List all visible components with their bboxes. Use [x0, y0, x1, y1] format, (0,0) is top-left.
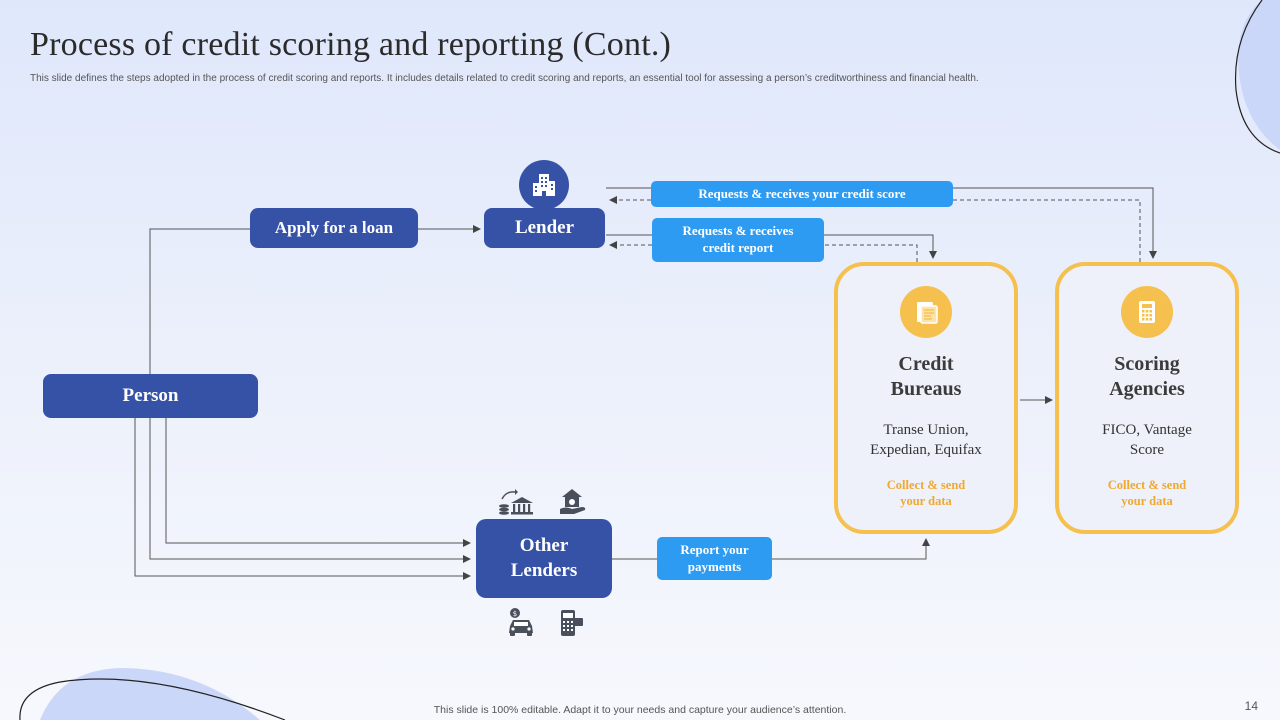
connector-bureaus-to-lender [610, 245, 918, 262]
other-lenders-line2: Lenders [510, 559, 578, 581]
report-payments-line1: Report your [680, 541, 749, 557]
credit-bureaus-title-line1: Credit [898, 353, 954, 375]
card-terminal-icon [561, 610, 583, 636]
lender-label: Lender [514, 217, 575, 238]
footer-note: This slide is 100% editable. Adapt it to… [433, 704, 847, 716]
apply-loan-node: Apply for a loan [250, 208, 418, 248]
scoring-agencies-note-line2: your data [1121, 494, 1173, 509]
apply-loan-label: Apply for a loan [274, 218, 394, 237]
report-payments-flow-label: Report your payments [657, 537, 772, 580]
bottom-left-blob [40, 668, 260, 720]
credit-bureaus-title-line2: Bureaus [890, 378, 962, 401]
report-payments-line2: payments [687, 558, 742, 574]
top-right-curve [1234, 0, 1280, 154]
scoring-agencies-title-line1: Scoring [1114, 353, 1180, 375]
credit-score-flow-label: Requests & receives your credit score [651, 181, 953, 207]
scoring-agencies-desc-line2: Score [1129, 442, 1165, 459]
credit-bureaus-note-line2: your data [900, 494, 952, 509]
bottom-left-curve [19, 678, 286, 720]
scoring-agencies-card: Scoring Agencies FICO, Vantage Score Col… [1055, 262, 1239, 534]
credit-bureaus-desc-line1: Transe Union, [883, 422, 969, 438]
page-subtitle: This slide defines the steps adopted in … [30, 73, 979, 84]
building-icon [519, 160, 569, 210]
svg-text:$: $ [513, 610, 517, 618]
person-node: Person [43, 374, 258, 418]
connector-other-to-bureaus [612, 539, 926, 560]
scoring-agencies-title-line2: Agencies [1109, 378, 1185, 401]
bank-coins-icon [499, 489, 533, 515]
connector-person-to-other-1 [165, 418, 471, 547]
connector-person-to-other-2 [149, 418, 471, 563]
connector-lender-to-scoring [606, 187, 1153, 258]
other-lenders-node: Other Lenders [476, 519, 612, 598]
other-lenders-line1: Other [519, 534, 569, 556]
scoring-agencies-desc-line1: FICO, Vantage [1102, 422, 1192, 438]
car-loan-icon: $ [509, 608, 533, 636]
house-hand-icon [560, 489, 586, 514]
page-title: Process of credit scoring and reporting … [30, 26, 672, 63]
credit-report-flow-label: Requests & receives credit report [652, 218, 824, 262]
credit-report-flow-line1: Requests & receives [682, 223, 794, 239]
credit-report-flow-line2: credit report [702, 240, 774, 255]
connector-lender-to-bureaus [606, 234, 933, 258]
credit-bureaus-note-line1: Collect & send [886, 478, 966, 492]
credit-bureaus-desc-line2: Expedian, Equifax [870, 442, 982, 459]
lender-node: Lender [484, 208, 605, 248]
page-number: 14 [1244, 699, 1258, 713]
calculator-icon [1121, 286, 1173, 338]
top-right-blob [1238, 0, 1280, 150]
connector-person-to-other-3 [134, 418, 471, 580]
connector-person-to-apply [149, 228, 250, 374]
credit-bureaus-card: Credit Bureaus Transe Union, Expedian, E… [834, 262, 1018, 534]
scoring-agencies-note-line1: Collect & send [1107, 478, 1187, 492]
document-icon [900, 286, 952, 338]
credit-score-flow-text: Requests & receives your credit score [698, 185, 906, 201]
person-label: Person [122, 385, 179, 406]
